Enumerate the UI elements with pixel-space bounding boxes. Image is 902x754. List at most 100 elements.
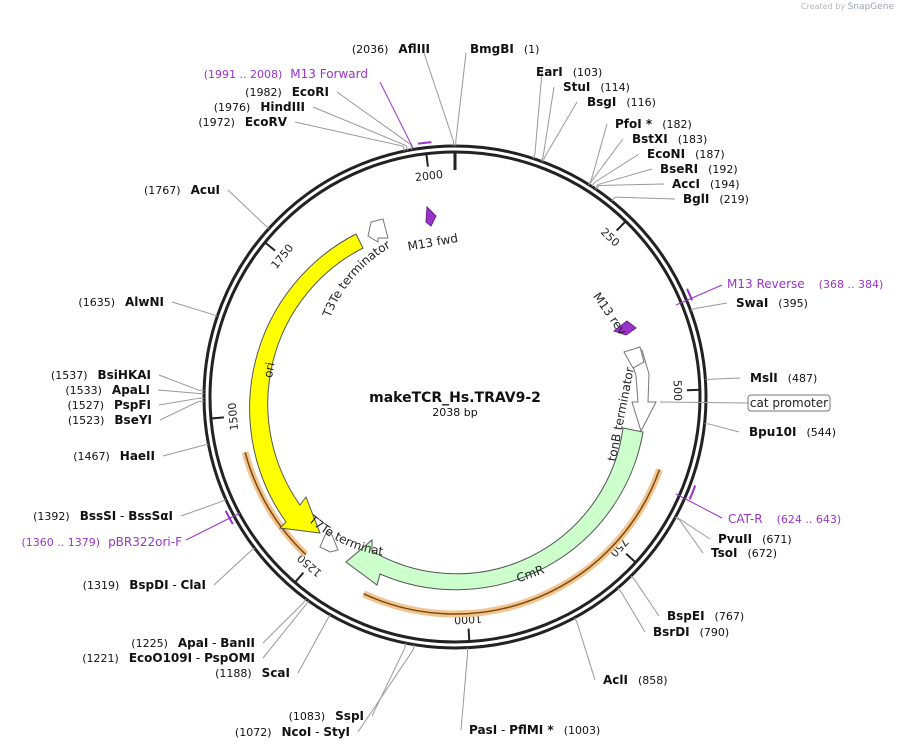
site-stub: [595, 185, 600, 190]
site-label-apali: (1533)ApaLI: [65, 383, 150, 397]
site-leader: [590, 123, 608, 181]
site-label-econi: EcoNI(187): [647, 147, 725, 161]
site-leader: [594, 153, 640, 183]
site-stub: [412, 644, 415, 650]
site-leader: [597, 168, 653, 186]
ori-feature: [249, 233, 364, 534]
t7te-label: T7Te terminator: [0, 0, 385, 559]
site-stub: [221, 499, 227, 503]
site-label-ncoi: (1072)NcoI - StyI: [235, 725, 350, 739]
site-label-bspei: BspEI(767): [667, 609, 744, 623]
m13rev-label: M13 rev: [590, 290, 629, 338]
site-leader: [709, 423, 740, 433]
cat-promoter-box: [747, 394, 831, 412]
tick-mark: [467, 628, 471, 643]
snapgene-credit: Created by SnapGene: [801, 2, 894, 12]
site-leader: [620, 591, 646, 633]
tick-mark: [615, 219, 628, 232]
restriction-sites: [199, 140, 711, 653]
site-stub: [212, 313, 218, 317]
m13-forward-mark: [417, 141, 432, 145]
cat-promoter-leader: [659, 401, 749, 404]
orange-cmr: [363, 469, 661, 615]
site-leader: [710, 377, 741, 380]
orange-arcs: [241, 451, 663, 618]
m13-reverse-mark: [686, 288, 694, 301]
site-label-bstxi: BstXI(183): [632, 132, 707, 146]
site-leader: [576, 621, 596, 681]
tick-label: 1750: [269, 242, 297, 272]
m13-forward-label: (1991 .. 2008)M13 Forward: [204, 67, 368, 81]
tonb-feature: [625, 349, 657, 433]
site-leader: [297, 618, 329, 674]
cat-r-leader: [675, 493, 723, 519]
site-label-sspi: (1083)SspI: [289, 709, 364, 723]
credit-prefix: Created by: [801, 2, 846, 11]
site-label-bgli: BglI(219): [683, 192, 749, 206]
site-stub: [302, 598, 307, 604]
site-leader: [158, 374, 200, 391]
t3te-feature: [367, 218, 389, 243]
tick-mark: [209, 416, 224, 420]
cmr-feature: [345, 427, 644, 591]
m13-reverse-label: M13 Reverse(368 .. 384): [727, 277, 883, 291]
tick-label: 1500: [226, 402, 241, 431]
plasmid-length: 2038 bp: [432, 406, 477, 419]
tick-label: 500: [671, 380, 685, 401]
site-leader: [591, 138, 624, 181]
site-label-pspfi: (1527)PspFI: [67, 398, 151, 412]
site-label-bseri: BseRI(192): [660, 162, 738, 176]
site-leader: [262, 602, 304, 644]
credit-brand: SnapGene: [847, 2, 894, 12]
site-leader: [599, 183, 665, 186]
site-leader: [544, 101, 578, 158]
cat-r-mark: [688, 485, 697, 500]
site-stub: [402, 146, 405, 152]
site-stub: [410, 144, 413, 150]
site-stub: [327, 614, 331, 620]
m13-forward-leader: [379, 81, 414, 149]
site-label-bspdi: (1319)BspDI - ClaI: [83, 578, 206, 592]
ori-label: ori: [261, 361, 277, 379]
pbr322ori-f-mark: [224, 510, 234, 525]
site-stub: [532, 153, 536, 159]
site-stub: [675, 516, 681, 520]
site-label-bseyi: (1523)BseYI: [68, 413, 152, 427]
cat-promoter-label: cat promoter: [750, 396, 828, 410]
site-stub: [203, 443, 209, 446]
site-leader: [312, 106, 407, 147]
site-leader: [634, 579, 660, 617]
site-label-acli: AclI(858): [603, 673, 668, 687]
site-label-pasi: PasI - PflMI *(1003): [469, 723, 600, 737]
site-label-eco0109i: (1221)EcoO109I - PspOMI: [82, 651, 255, 665]
site-stub: [540, 156, 544, 162]
pbr322ori-f-leader: [185, 512, 241, 541]
site-label-stui: StuI(114): [563, 80, 630, 94]
m13-reverse-leader: [675, 284, 723, 306]
site-leader: [679, 518, 711, 540]
site-label-bsssi: (1392)BssSI - BssSαI: [33, 509, 173, 523]
site-leader: [171, 301, 213, 315]
site-leader: [336, 91, 412, 146]
site-stub: [305, 600, 310, 606]
site-stub: [405, 145, 408, 151]
site-leader: [542, 86, 555, 157]
m13rev-feature: [612, 320, 637, 336]
site-leader: [460, 652, 469, 731]
site-label-bpu10i: Bpu10I(544): [749, 425, 836, 439]
site-stub: [630, 575, 635, 580]
site-stub: [704, 423, 710, 425]
site-leader: [227, 189, 266, 226]
site-label-hindiii: (1976)HindIII: [214, 100, 305, 114]
site-label-alwni: (1635)AlwNI: [78, 295, 164, 309]
site-stub: [594, 184, 599, 189]
site-label-bsehkai: (1537)BsiHKAI: [51, 368, 151, 382]
site-stub: [690, 308, 696, 311]
site-stub: [617, 587, 622, 593]
backbone-outer: [202, 144, 708, 650]
site-label-ecori: (1982)EcoRI: [245, 85, 329, 99]
plasmid-name: makeTCR_Hs.TRAV9-2: [369, 390, 541, 406]
site-leader: [423, 52, 454, 142]
